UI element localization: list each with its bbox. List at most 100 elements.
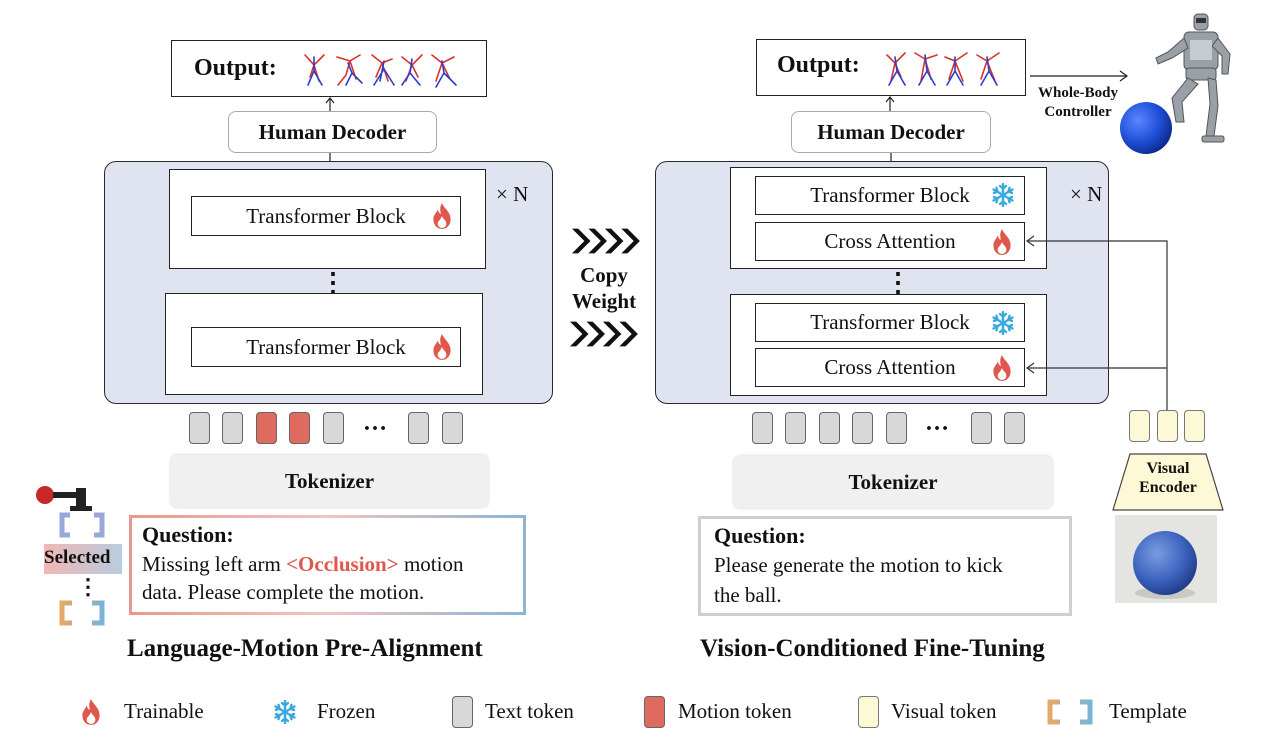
- legend-visual-token: Visual token: [891, 699, 997, 723]
- legend-text-token: Text token: [485, 699, 574, 723]
- right-vertical-ellipsis: ⋮: [885, 268, 911, 297]
- text-token: [785, 412, 806, 444]
- left-vertical-ellipsis: ⋮: [320, 268, 346, 297]
- arrow-to-controller: [1030, 70, 1129, 82]
- right-transformer-block-2-label: Transformer Block: [810, 310, 970, 334]
- legend-motion-token: Motion token: [678, 699, 792, 723]
- text-token: [886, 412, 907, 444]
- left-question-title: Question:: [142, 522, 234, 547]
- selected-label: Selected: [44, 547, 111, 568]
- left-repeat-n: × N: [496, 182, 529, 206]
- left-output-box: Output:: [171, 40, 487, 97]
- right-token-ellipsis: …: [925, 410, 949, 436]
- motion-token-swatch: [644, 696, 665, 728]
- motion-token: [289, 412, 310, 444]
- text-token: [819, 412, 840, 444]
- template-icon: [59, 600, 105, 626]
- left-transformer-block-1: Transformer Block: [191, 196, 461, 236]
- left-caption: Language-Motion Pre-Alignment: [127, 635, 483, 662]
- text-token-swatch: [452, 696, 473, 728]
- right-output-label: Output:: [777, 52, 860, 78]
- copy-label-line2: Weight: [571, 289, 637, 313]
- right-transformer-block-1-label: Transformer Block: [810, 183, 970, 207]
- text-token: [323, 412, 344, 444]
- text-token: [852, 412, 873, 444]
- left-question-box: Question: Missing left arm <Occlusion> m…: [129, 515, 526, 615]
- right-human-decoder: Human Decoder: [791, 111, 991, 153]
- left-transformer-block-1-label: Transformer Block: [246, 203, 406, 228]
- left-arrow-to-output: [325, 97, 335, 113]
- ball-photo: [1115, 515, 1217, 603]
- flame-icon: [991, 228, 1013, 256]
- right-cross-attention-1: Cross Attention: [755, 222, 1025, 261]
- text-token: [971, 412, 992, 444]
- right-output-box: Output:: [756, 39, 1026, 96]
- visual-token: [1157, 410, 1178, 442]
- flame-icon: [431, 333, 453, 361]
- left-output-skeletons: [304, 54, 457, 88]
- right-question-line2: the ball.: [714, 583, 782, 607]
- text-token: [222, 412, 243, 444]
- selected-template-bar: [44, 544, 122, 574]
- visual-token: [1184, 410, 1205, 442]
- whole-body-controller-label: Whole-Body Controller: [1028, 84, 1128, 122]
- visual-token-swatch: [858, 696, 879, 728]
- left-transformer-block-2-label: Transformer Block: [246, 334, 406, 359]
- left-question-line1-post: motion: [398, 552, 464, 576]
- left-output-label: Output:: [194, 55, 277, 81]
- right-transformer-block-2: Transformer Block: [755, 303, 1025, 342]
- visual-encoder-line1: Visual: [1146, 460, 1190, 477]
- text-token: [1004, 412, 1025, 444]
- motion-token: [256, 412, 277, 444]
- robot-kicking-ball-image: [1120, 13, 1231, 154]
- left-human-decoder: Human Decoder: [228, 111, 437, 153]
- copy-arrows-bottom: [570, 318, 642, 350]
- right-output-skeletons: [886, 52, 1000, 86]
- copy-arrows-top: [572, 225, 644, 257]
- right-cross-attention-1-label: Cross Attention: [824, 229, 956, 253]
- legend-trainable: Trainable: [124, 699, 204, 723]
- left-question-line1-pre: Missing left arm: [142, 552, 287, 576]
- text-token: [752, 412, 773, 444]
- right-transformer-block-1: Transformer Block: [755, 176, 1025, 215]
- copy-label-line1: Copy: [580, 263, 628, 287]
- flame-icon: [431, 202, 453, 230]
- right-question-line1: Please generate the motion to kick: [714, 553, 1003, 577]
- joystick-icon: [36, 486, 92, 511]
- flame-icon: [991, 354, 1013, 382]
- right-cross-attention-2: Cross Attention: [755, 348, 1025, 387]
- copy-label: Copy Weight: [562, 262, 646, 314]
- right-arrow-to-output: [885, 96, 895, 112]
- flame-icon: [80, 698, 102, 726]
- right-tokenizer: Tokenizer: [734, 456, 1052, 508]
- text-token: [442, 412, 463, 444]
- visual-encoder-label: Visual Encoder: [1112, 459, 1224, 497]
- left-token-ellipsis: …: [363, 410, 387, 436]
- text-token: [189, 412, 210, 444]
- template-ellipsis: ⋮: [77, 574, 99, 599]
- left-tokenizer: Tokenizer: [171, 455, 488, 507]
- occlusion-tag: <Occlusion>: [286, 552, 399, 576]
- snowflake-icon: [991, 183, 1015, 207]
- visual-token: [1129, 410, 1150, 442]
- right-question-box: Question: Please generate the motion to …: [698, 516, 1072, 616]
- controller-line1: Whole-Body: [1037, 85, 1118, 101]
- text-token: [408, 412, 429, 444]
- controller-line2: Controller: [1044, 104, 1112, 120]
- visual-feature-connectors: [1025, 235, 1168, 412]
- visual-encoder-shape: [1112, 453, 1224, 511]
- right-question-title: Question:: [714, 523, 806, 548]
- right-repeat-n: × N: [1070, 182, 1103, 206]
- right-cross-attention-2-label: Cross Attention: [824, 355, 956, 379]
- right-caption: Vision-Conditioned Fine-Tuning: [700, 635, 1045, 662]
- visual-encoder-line2: Encoder: [1139, 479, 1197, 496]
- snowflake-icon: [991, 311, 1015, 335]
- template-icon: [1047, 699, 1093, 725]
- left-question-line2: data. Please complete the motion.: [142, 580, 425, 604]
- legend-template: Template: [1109, 699, 1187, 723]
- template-icon: [59, 512, 105, 538]
- legend-frozen: Frozen: [317, 699, 376, 723]
- snowflake-icon: [273, 700, 297, 724]
- left-question-line1: Missing left arm <Occlusion> motion: [142, 552, 463, 577]
- left-transformer-block-2: Transformer Block: [191, 327, 461, 367]
